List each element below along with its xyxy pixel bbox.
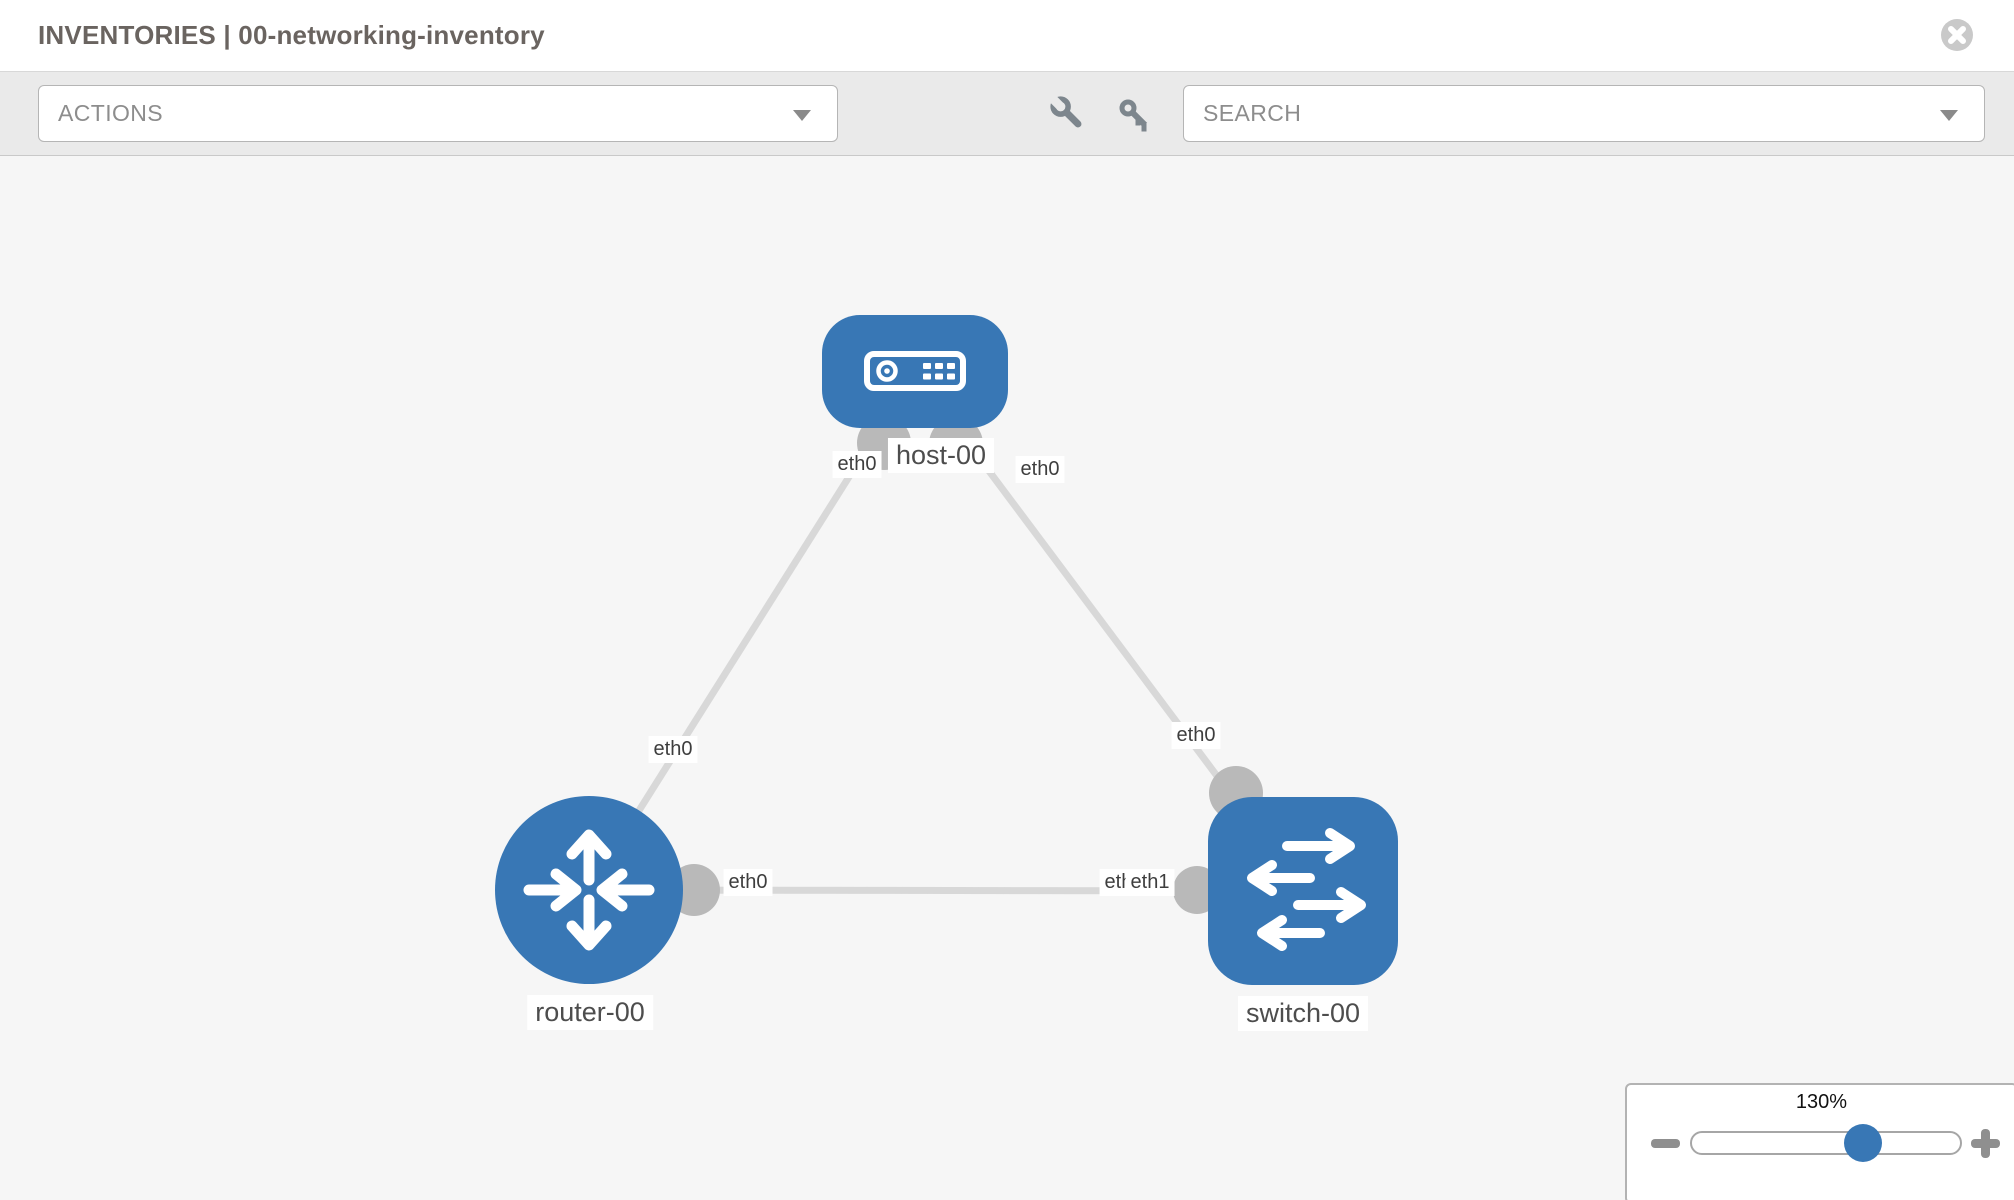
- node-host-00[interactable]: [822, 315, 1008, 428]
- caret-down-icon: [793, 110, 811, 121]
- router-icon: [523, 829, 655, 951]
- node-label-router: router-00: [527, 995, 653, 1031]
- zoom-out-button[interactable]: [1651, 1139, 1680, 1148]
- node-switch-00[interactable]: [1208, 797, 1398, 985]
- wrench-icon: [1049, 95, 1082, 128]
- search-dropdown-label: SEARCH: [1203, 100, 1302, 126]
- host-icon: [864, 351, 966, 391]
- node-label-host: host-00: [887, 438, 995, 474]
- caret-down-icon: [1940, 110, 1958, 121]
- actions-dropdown[interactable]: ACTIONS: [38, 85, 838, 142]
- zoom-slider-track[interactable]: [1690, 1131, 1962, 1155]
- page-title: INVENTORIES | 00-networking-inventory: [38, 20, 545, 50]
- zoom-slider-thumb[interactable]: [1844, 1124, 1882, 1162]
- close-icon: [1941, 19, 1973, 51]
- switch-icon: [1247, 828, 1366, 951]
- configure-button[interactable]: [1044, 92, 1090, 138]
- node-router-00[interactable]: [495, 796, 683, 984]
- credentials-button[interactable]: [1112, 92, 1158, 138]
- close-button[interactable]: [1939, 17, 1975, 53]
- interface-label-switch-eth1-left: eth1: [1125, 869, 1175, 896]
- node-label-switch: switch-00: [1237, 996, 1369, 1032]
- interface-label-router-eth0-top: eth0: [648, 736, 698, 763]
- actions-dropdown-label: ACTIONS: [58, 100, 164, 126]
- toolbar: ACTIONS SEARC: [0, 72, 2014, 156]
- header-bar: INVENTORIES | 00-networking-inventory: [0, 0, 2014, 72]
- zoom-value: 130%: [1795, 1091, 1848, 1113]
- interface-label-host-eth0-left: eth0: [832, 451, 882, 478]
- key-icon: [1119, 99, 1148, 132]
- zoom-panel: 130%: [1625, 1083, 2014, 1200]
- interface-label-router-eth0-right: eth0: [723, 869, 773, 896]
- interface-label-switch-eth0-top: eth0: [1171, 722, 1221, 749]
- zoom-in-button[interactable]: [1971, 1129, 2000, 1158]
- search-dropdown[interactable]: SEARCH: [1183, 85, 1985, 142]
- interface-label-host-eth0-right: eth0: [1015, 456, 1065, 483]
